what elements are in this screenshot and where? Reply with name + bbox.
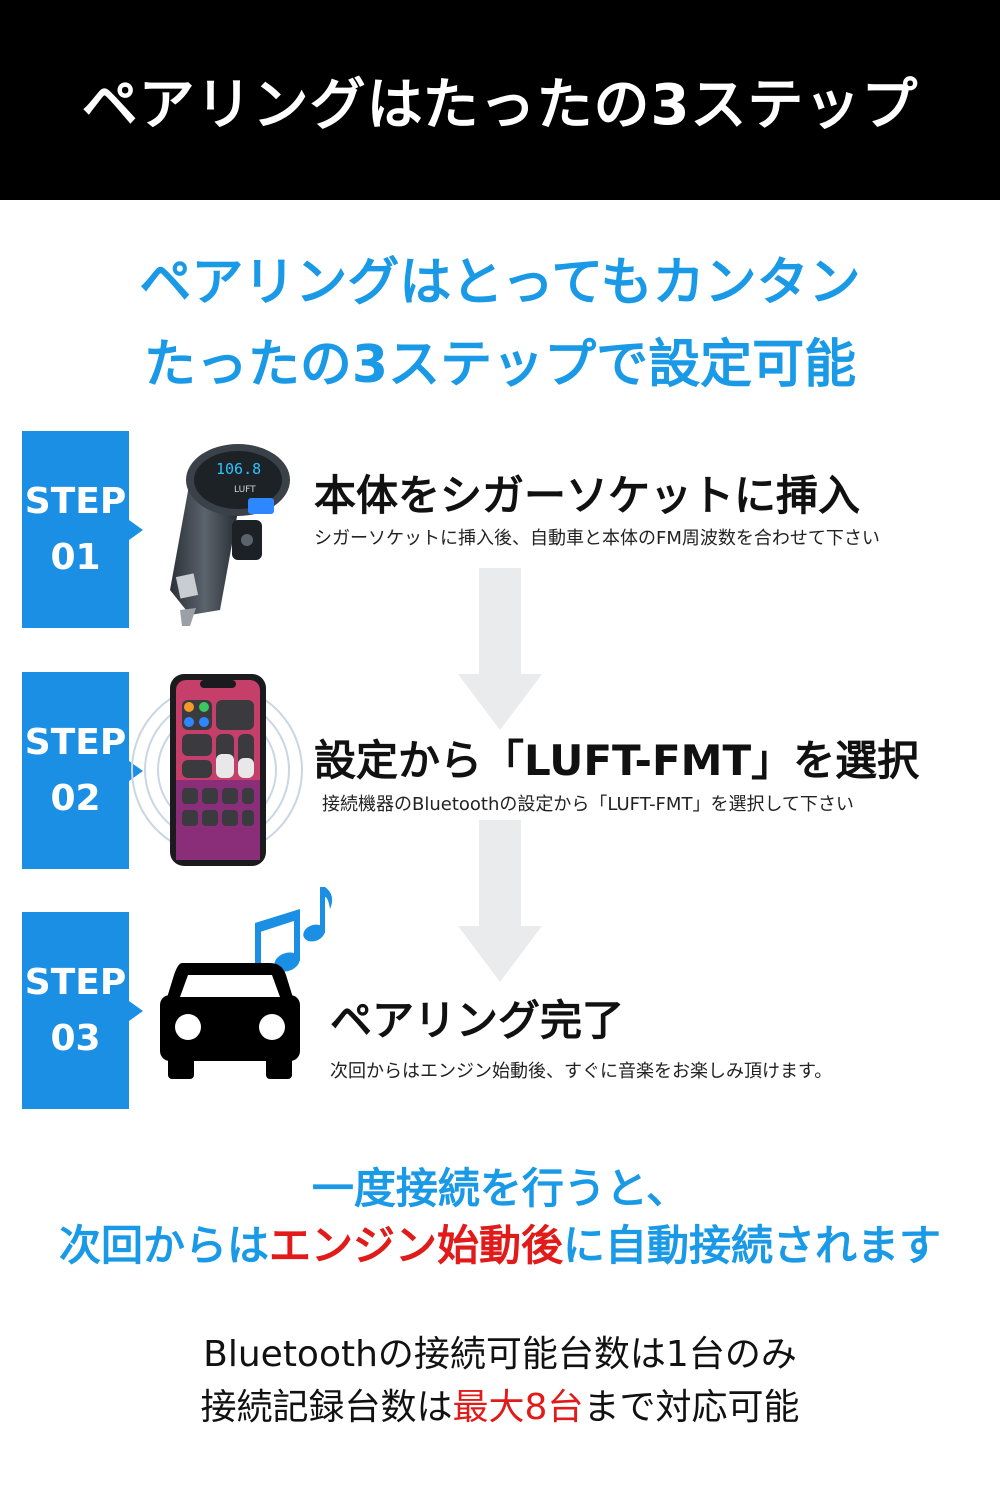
closing-text: に自動接続されます [563,1221,942,1270]
closing-line-2: 次回からはエンジン始動後に自動接続されます [0,1212,1000,1273]
step-number: 03 [50,1017,101,1059]
down-arrow-icon [458,820,542,982]
step-label: STEP [24,721,127,763]
note-text: 接続記録台数は [200,1387,453,1428]
step-number: 02 [50,777,101,819]
step-label: STEP [24,961,127,1003]
note-line-2: 接続記録台数は最大8台まで対応可能 [0,1378,1000,1430]
page-title: ペアリングはたったの3ステップ [81,72,919,138]
closing-highlight: エンジン始動後 [268,1221,563,1270]
step-desc-01: シガーソケットに挿入後、自動車と本体のFM周波数を合わせて下さい [314,528,880,549]
step-badge-03: STEP 03 [22,912,143,1109]
lead-line-1: ペアリングはとってもカンタン [139,253,861,313]
step-title-03: ペアリング完了 [330,996,625,1045]
closing-text: 次回からは [58,1221,269,1270]
down-arrow-icon [458,568,542,730]
smartphone-illustration [131,674,303,866]
step-desc-03: 次回からはエンジン始動後、すぐに音楽をお楽しみ頂けます。 [330,1061,833,1082]
step-desc-02: 接続機器のBluetoothの設定から「LUFT-FMT」を選択して下さい [322,794,854,815]
car-music-illustration [160,887,333,1079]
step-title-02: 設定から「LUFT-FMT」を選択 [314,736,920,785]
note-highlight: 最大8台 [452,1387,584,1428]
step-number: 01 [50,536,101,578]
fm-transmitter-illustration: 106.8 LUFT [170,444,290,626]
device-brand: LUFT [234,485,256,495]
closing-line-1: 一度接続を行うと、 [311,1164,689,1213]
step-badge-01: STEP 01 [22,431,143,628]
step-title-01: 本体をシガーソケットに挿入 [314,471,861,520]
note-line-1: Bluetoothの接続可能台数は1台のみ [203,1334,797,1375]
lead-line-2: たったの3ステップで設定可能 [143,335,857,395]
device-display: 106.8 [216,460,261,478]
step-label: STEP [24,480,127,522]
step-badge-02: STEP 02 [22,672,143,869]
note-text: まで対応可能 [583,1387,800,1428]
page-header: ペアリングはたったの3ステップ [0,0,1000,200]
